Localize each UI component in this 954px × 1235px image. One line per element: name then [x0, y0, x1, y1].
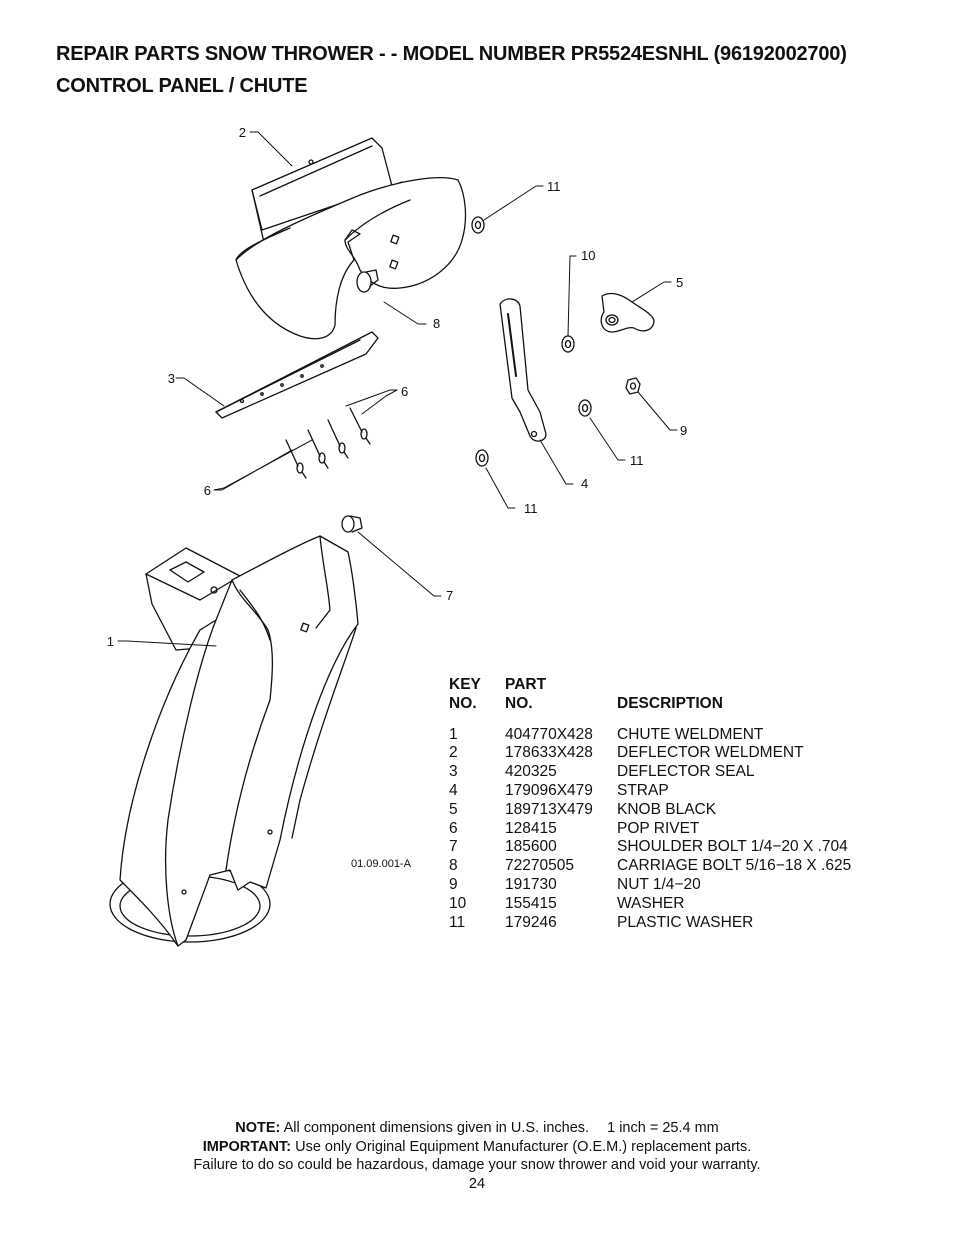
part-cell: 404770X428 [505, 725, 593, 743]
part-cell: 185600 [505, 838, 557, 856]
important-text: Use only Original Equipment Manufacturer… [295, 1138, 752, 1155]
drawing-code: 01.09.001-A [351, 858, 412, 870]
note-label: NOTE: [235, 1120, 281, 1136]
callout-11a: 11 [547, 179, 561, 194]
key-cell: 6 [449, 819, 458, 837]
key-cell: 7 [449, 838, 458, 856]
part-cell: 189713X479 [505, 800, 593, 818]
callout-8: 8 [433, 316, 440, 331]
plastic-washer-top-drawing [471, 216, 485, 234]
pop-rivets-drawing [285, 407, 371, 479]
key-cell: 11 [449, 913, 466, 931]
parts-table-header: KEY NO. PART NO. DESCRIPTION [449, 676, 851, 714]
exploded-parts-diagram: 1 2 3 4 5 6 6 7 8 9 10 11 11 11 01.09.00… [107, 125, 687, 947]
title-line-1: REPAIR PARTS SNOW THROWER - - MODEL NUMB… [56, 43, 847, 65]
chute-weldment-drawing [109, 535, 359, 947]
table-row: 3 420325 DEFLECTOR SEAL [449, 763, 851, 782]
key-cell: 1 [449, 725, 458, 743]
callout-6a: 6 [401, 384, 408, 399]
part-cell: 179246 [505, 913, 557, 931]
part-cell: 179096X479 [505, 781, 593, 799]
key-cell: 3 [449, 763, 458, 781]
plastic-washer-bottom-drawing [475, 449, 489, 467]
description-header: DESCRIPTION [617, 694, 723, 712]
note-line: NOTE: All component dimensions given in … [0, 1119, 954, 1138]
knob-drawing [600, 292, 655, 333]
part-header-line-1: PART [505, 676, 547, 693]
table-row: 2 178633X428 DEFLECTOR WELDMENT [449, 744, 851, 763]
callout-5: 5 [676, 275, 683, 290]
page-number: 24 [468, 1175, 486, 1192]
part-header-line-2: NO. [505, 694, 533, 712]
key-cell: 8 [449, 857, 458, 875]
part-cell: 191730 [505, 875, 557, 893]
washer-drawing [561, 335, 575, 353]
carriage-bolt-drawing [356, 269, 379, 293]
description-cell: CHUTE WELDMENT [617, 725, 764, 743]
callout-2: 2 [239, 125, 246, 140]
deflector-weldment-drawing [235, 137, 467, 340]
description-cell: DEFLECTOR WELDMENT [617, 744, 804, 762]
important-label: IMPORTANT: [202, 1138, 292, 1155]
part-cell: 72270505 [505, 857, 574, 875]
parts-table: KEY NO. PART NO. DESCRIPTION 1 404770X428… [449, 676, 851, 932]
description-cell: NUT 1/4−20 [617, 875, 701, 893]
footer-notes: NOTE: All component dimensions given in … [0, 1119, 954, 1193]
description-cell: CARRIAGE BOLT 5/16−18 X .625 [617, 857, 852, 875]
callout-1: 1 [107, 634, 114, 649]
part-cell: 155415 [505, 894, 557, 912]
page-title: REPAIR PARTS SNOW THROWER - - MODEL NUMB… [56, 38, 936, 102]
key-cell: 10 [449, 894, 467, 912]
description-cell: KNOB BLACK [617, 800, 717, 818]
table-row: 6 128415 POP RIVET [449, 820, 851, 839]
table-row: 11 179246 PLASTIC WASHER [449, 914, 851, 933]
callout-4: 4 [581, 476, 588, 491]
leader-lines [117, 131, 678, 647]
part-no-header: PART NO. [505, 676, 617, 714]
note-text: All component dimensions given in U.S. i… [283, 1120, 590, 1136]
warning-line: Failure to do so could be hazardous, dam… [193, 1157, 761, 1173]
key-header-line-1: KEY [449, 676, 481, 693]
callout-10: 10 [581, 248, 595, 263]
description-cell: POP RIVET [617, 819, 700, 837]
callout-7: 7 [446, 588, 453, 603]
part-cell: 128415 [505, 819, 557, 837]
key-cell: 4 [449, 781, 458, 799]
description-cell: SHOULDER BOLT 1/4−20 X .704 [617, 838, 848, 856]
key-header-line-2: NO. [449, 694, 477, 712]
key-cell: 5 [449, 800, 458, 818]
part-cell: 420325 [505, 763, 557, 781]
table-row: 10 155415 WASHER [449, 895, 851, 914]
part-cell: 178633X428 [505, 744, 593, 762]
key-cell: 2 [449, 744, 458, 762]
shoulder-bolt-drawing [341, 515, 363, 533]
deflector-seal-drawing [215, 331, 379, 419]
description-cell: PLASTIC WASHER [617, 913, 754, 931]
strap-drawing [499, 298, 547, 442]
important-line: IMPORTANT: Use only Original Equipment M… [0, 1138, 954, 1157]
callout-labels: 1 2 3 4 5 6 6 7 8 9 10 11 11 11 01.09.00… [107, 125, 687, 870]
table-row: 5 189713X479 KNOB BLACK [449, 801, 851, 820]
title-line-2: CONTROL PANEL / CHUTE [56, 75, 308, 97]
plastic-washer-right-drawing [578, 399, 592, 417]
note-conversion: 1 inch = 25.4 mm [607, 1120, 719, 1136]
description-cell: DEFLECTOR SEAL [617, 763, 755, 781]
table-row: 7 185600 SHOULDER BOLT 1/4−20 X .704 [449, 838, 851, 857]
key-no-header: KEY NO. [449, 676, 505, 714]
table-row: 9 191730 NUT 1/4−20 [449, 876, 851, 895]
callout-3: 3 [168, 371, 175, 386]
table-row: 1 404770X428 CHUTE WELDMENT [449, 726, 851, 745]
key-cell: 9 [449, 875, 458, 893]
callout-6b: 6 [204, 483, 211, 498]
table-row: 4 179096X479 STRAP [449, 782, 851, 801]
callout-9: 9 [680, 423, 687, 438]
callout-11b: 11 [630, 453, 644, 468]
table-row: 8 72270505 CARRIAGE BOLT 5/16−18 X .625 [449, 857, 851, 876]
description-cell: WASHER [617, 894, 685, 912]
callout-11c: 11 [524, 501, 538, 516]
description-cell: STRAP [617, 781, 669, 799]
